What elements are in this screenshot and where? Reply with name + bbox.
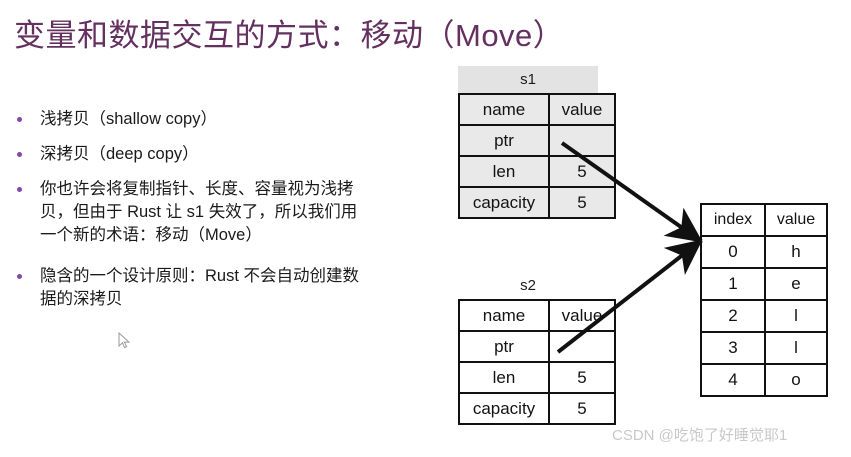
bullet-dot-icon: [17, 152, 22, 157]
s2-row-ptr-name: ptr: [458, 330, 550, 363]
table-row: len 5: [458, 361, 616, 394]
list-item-line: 隐含的一个设计原则：Rust 不会自动创建数: [40, 267, 360, 285]
s2-row-capacity-name: capacity: [458, 392, 550, 425]
list-item: 浅拷贝（shallow copy）: [8, 108, 452, 131]
s2-row-ptr-value: [548, 330, 616, 363]
list-item: 隐含的一个设计原则：Rust 不会自动创建数 据的深拷贝: [8, 265, 452, 311]
s1-row-ptr-value: [548, 124, 616, 157]
s2-row-len-value: 5: [548, 361, 616, 394]
watermark-text: CSDN @吃饱了好睡觉耶1: [612, 427, 788, 444]
bullet-list: 浅拷贝（shallow copy） 深拷贝（deep copy） 你也许会将复制…: [8, 108, 452, 323]
heap-row-0-value: h: [764, 235, 828, 269]
heap-row-1-index: 1: [700, 267, 766, 301]
s1-header-value: value: [548, 93, 616, 126]
table-row: 0 h: [700, 235, 828, 269]
table-row: ptr: [458, 330, 616, 363]
heap-table: index value 0 h 1 e 2 l 3 l 4 o: [700, 203, 828, 397]
heap-row-0-index: 0: [700, 235, 766, 269]
s2-header-value: value: [548, 299, 616, 332]
heap-header-value: value: [764, 203, 828, 237]
list-item-line: 浅拷贝（shallow copy）: [40, 110, 217, 128]
s2-header-name: name: [458, 299, 550, 332]
table-row: 3 l: [700, 331, 828, 365]
table-row: capacity 5: [458, 186, 616, 219]
page-title: 变量和数据交互的方式：移动（Move）: [14, 18, 565, 53]
heap-row-3-index: 3: [700, 331, 766, 365]
list-item-line: 你也许会将复制指针、长度、容量视为浅拷: [40, 180, 354, 198]
s1-row-len-name: len: [458, 155, 550, 188]
table-row: 1 e: [700, 267, 828, 301]
heap-row-3-value: l: [764, 331, 828, 365]
bullet-dot-icon: [17, 187, 22, 192]
s2-table-label: s2: [520, 277, 536, 294]
s1-row-len-value: 5: [548, 155, 616, 188]
heap-row-4-index: 4: [700, 363, 766, 397]
table-row: capacity 5: [458, 392, 616, 425]
heap-row-2-value: l: [764, 299, 828, 333]
list-item-line: 据的深拷贝: [40, 290, 123, 308]
s2-row-capacity-value: 5: [548, 392, 616, 425]
s1-row-capacity-name: capacity: [458, 186, 550, 219]
table-row: 4 o: [700, 363, 828, 397]
table-row: ptr: [458, 124, 616, 157]
s1-header-name: name: [458, 93, 550, 126]
s1-row-ptr-name: ptr: [458, 124, 550, 157]
s2-row-len-name: len: [458, 361, 550, 394]
s2-table: name value ptr len 5 capacity 5: [458, 299, 616, 425]
heap-row-1-value: e: [764, 267, 828, 301]
bullet-dot-icon: [17, 117, 22, 122]
list-item: 深拷贝（deep copy）: [8, 143, 452, 166]
heap-header-index: index: [700, 203, 766, 237]
table-row: name value: [458, 93, 616, 126]
list-item: 你也许会将复制指针、长度、容量视为浅拷 贝，但由于 Rust 让 s1 失效了，…: [8, 178, 452, 247]
list-item-line: 深拷贝（deep copy）: [40, 145, 199, 163]
list-item-line: 一个新的术语：移动（Move）: [40, 226, 262, 244]
mouse-pointer-icon: [118, 332, 131, 349]
table-row: len 5: [458, 155, 616, 188]
table-row: index value: [700, 203, 828, 237]
s1-table: name value ptr len 5 capacity 5: [458, 93, 616, 219]
heap-row-2-index: 2: [700, 299, 766, 333]
bullet-dot-icon: [17, 274, 22, 279]
s1-row-capacity-value: 5: [548, 186, 616, 219]
table-row: 2 l: [700, 299, 828, 333]
table-row: name value: [458, 299, 616, 332]
s1-table-label: s1: [458, 66, 598, 93]
list-item-line: 贝，但由于 Rust 让 s1 失效了，所以我们用: [40, 203, 358, 221]
heap-row-4-value: o: [764, 363, 828, 397]
